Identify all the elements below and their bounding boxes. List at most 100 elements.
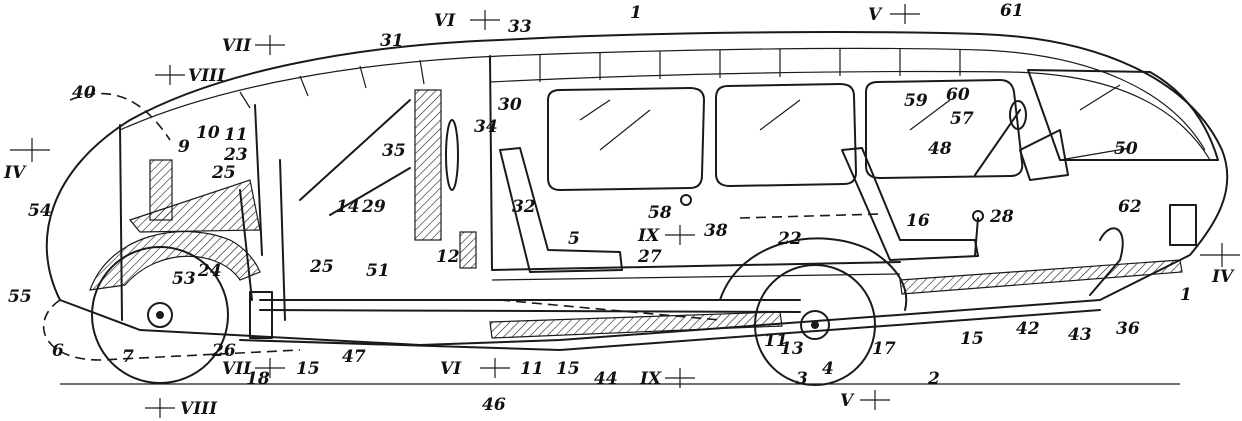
window-3 <box>865 79 1024 179</box>
ref-label: 58 <box>648 203 672 223</box>
section-mark: V <box>868 5 883 25</box>
mid-bulkhead <box>489 55 493 271</box>
ref-label: 38 <box>704 221 728 241</box>
ref-label: 61 <box>1000 1 1024 21</box>
ref-label: 1 <box>630 3 642 23</box>
ref-label: 11 <box>764 331 788 351</box>
ref-label: 17 <box>872 339 896 359</box>
ref-label: 1 <box>1180 285 1192 305</box>
ref-label: 40 <box>72 83 96 103</box>
ref-label: 27 <box>637 247 662 267</box>
ref-label: 50 <box>1114 139 1138 159</box>
underbody-line <box>239 309 1101 351</box>
front-wheel-hub <box>800 310 830 340</box>
ref-label: 2 <box>927 369 940 389</box>
ref-label: 34 <box>474 117 498 137</box>
gear-knob-icon <box>972 210 984 222</box>
rear-seat <box>841 147 979 261</box>
ref-label: 24 <box>197 261 222 281</box>
rear-wheel-hub <box>147 302 173 328</box>
control-rod-50 <box>1059 147 1131 161</box>
window-1 <box>547 87 705 191</box>
steering-column <box>974 109 1021 176</box>
section-mark: VI <box>434 11 456 31</box>
ref-label: 25 <box>309 257 334 277</box>
ref-label: 35 <box>382 141 406 161</box>
section-mark: VII <box>222 359 252 379</box>
rear-fender <box>89 230 261 291</box>
ref-label: 4 <box>822 359 834 379</box>
ref-label: 15 <box>296 359 320 379</box>
glass-reflections <box>579 84 1121 151</box>
link-25 <box>239 189 253 301</box>
ref-label: 30 <box>498 95 522 115</box>
ref-label: 25 <box>211 163 236 183</box>
ref-label: 15 <box>556 359 580 379</box>
side-sill <box>899 259 1183 295</box>
ref-label: 59 <box>904 91 928 111</box>
section-mark: V <box>840 391 855 411</box>
coil-spring <box>149 159 173 221</box>
ref-label: 36 <box>1116 319 1140 339</box>
chassis-rail <box>489 311 783 339</box>
strut-29 <box>329 167 411 216</box>
rear-wheel <box>91 246 229 384</box>
strut-35 <box>299 99 411 201</box>
ref-label: 62 <box>1118 197 1142 217</box>
section-mark: VII <box>222 36 252 56</box>
section-mark: IV <box>3 163 27 183</box>
windshield <box>1027 69 1219 161</box>
ref-label: 10 <box>196 123 220 143</box>
link-14 <box>279 159 286 321</box>
ref-label: 42 <box>1016 319 1040 339</box>
radiator <box>414 89 442 241</box>
ref-label: 54 <box>28 201 52 221</box>
floor-line <box>491 261 901 271</box>
ref-label: 43 <box>1068 325 1092 345</box>
drive-shaft-lower <box>259 309 801 313</box>
section-mark: IX <box>637 226 660 246</box>
ref-label: 12 <box>436 247 460 267</box>
floor-line-lower <box>491 273 901 281</box>
ref-label: 11 <box>224 125 248 145</box>
ref-label: 28 <box>989 207 1014 227</box>
phantom-rear-outline <box>42 92 301 361</box>
section-marker-lines <box>10 4 1240 418</box>
handle-knob-icon <box>680 194 692 206</box>
front-bulkhead <box>254 104 263 256</box>
ref-label: 26 <box>211 341 236 361</box>
section-mark: IV <box>1211 267 1235 287</box>
ref-label: 48 <box>928 139 952 159</box>
dashboard <box>1019 129 1069 181</box>
engine-bulkhead <box>119 124 123 321</box>
fan-icon <box>445 119 459 191</box>
section-mark: VIII <box>188 66 226 86</box>
bracket-62 <box>1169 204 1197 246</box>
ref-label: 14 <box>336 197 360 217</box>
ref-label: 31 <box>380 31 404 51</box>
section-mark: VIII <box>180 399 218 419</box>
ref-label: 32 <box>512 197 536 217</box>
roof-ribs <box>239 48 961 109</box>
block-12 <box>459 231 477 269</box>
steering-wheel-icon <box>1009 100 1027 130</box>
ref-label: 18 <box>246 369 270 389</box>
ref-label: 23 <box>223 145 248 165</box>
ref-label: 15 <box>960 329 984 349</box>
ref-label: 57 <box>950 109 974 129</box>
belt-line <box>489 70 1211 161</box>
body-outline <box>45 31 1229 346</box>
ref-label: 29 <box>361 197 386 217</box>
section-mark: IX <box>639 369 662 389</box>
ref-label: 22 <box>777 229 802 249</box>
ref-label: 11 <box>520 359 544 379</box>
ref-label: 47 <box>342 347 366 367</box>
ref-label: 53 <box>172 269 196 289</box>
ref-label: 55 <box>8 287 32 307</box>
shock-absorber <box>249 291 273 339</box>
ref-label: 46 <box>482 395 506 415</box>
ref-label: 16 <box>906 211 930 231</box>
ref-label: 44 <box>594 369 618 389</box>
ref-label: 33 <box>508 17 532 37</box>
